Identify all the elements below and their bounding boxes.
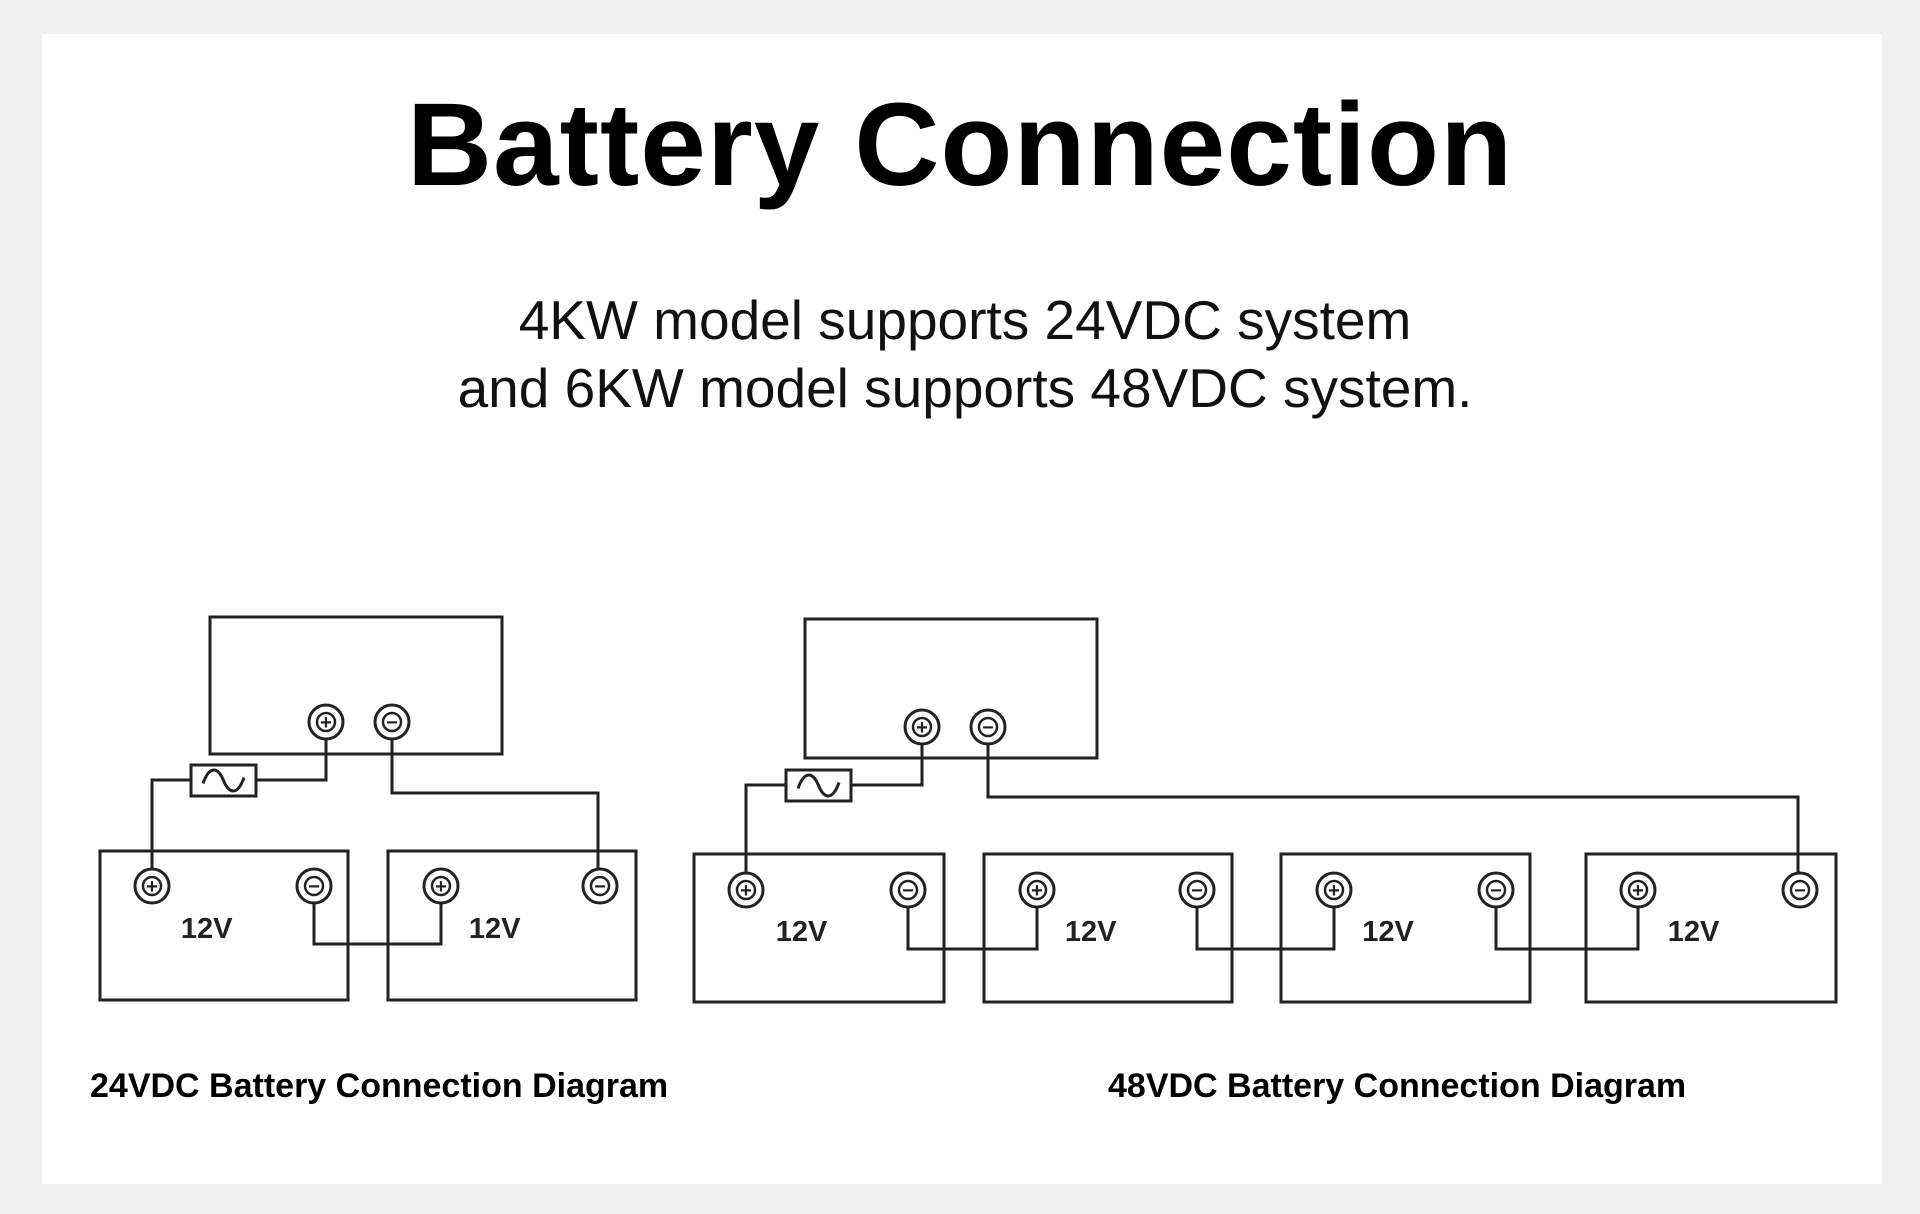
battery-voltage-label: 12V	[181, 913, 233, 945]
diagram-48vdc: + − 12V 12V 12V 12V + + + + − − − −	[692, 617, 1838, 1004]
battery-1-negative: −	[295, 867, 333, 905]
battery-2-negative: −	[1178, 871, 1216, 909]
terminal-core	[1485, 879, 1507, 901]
battery-3-negative: −	[1477, 871, 1515, 909]
battery-4-positive: +	[1619, 871, 1657, 909]
negative-sign: −	[982, 717, 994, 739]
terminal-core	[911, 716, 933, 738]
positive-sign: +	[1031, 880, 1043, 902]
inverter-positive-terminal: +	[307, 703, 345, 741]
negative-sign: −	[1794, 880, 1806, 902]
positive-sign: +	[146, 876, 158, 898]
inverter-box	[803, 617, 1099, 760]
battery-1-positive: +	[133, 867, 171, 905]
negative-sign: −	[1191, 880, 1203, 902]
negative-sign: −	[902, 880, 914, 902]
caption-48vdc: 48VDC Battery Connection Diagram	[1108, 1067, 1687, 1105]
fuse-icon	[189, 763, 258, 798]
battery-1: 12V	[98, 849, 350, 1002]
battery-case	[98, 849, 350, 1002]
battery-4: 12V	[1584, 852, 1838, 1004]
negative-sign: −	[386, 712, 398, 734]
series-link-2	[1195, 907, 1336, 951]
battery-voltage-label: 12V	[1668, 916, 1720, 948]
battery-1-positive: +	[727, 871, 765, 909]
terminal-core	[589, 875, 611, 897]
negative-sign: −	[594, 876, 606, 898]
negative-sign: −	[1490, 880, 1502, 902]
fuse-wave	[201, 768, 246, 793]
terminal-core	[141, 875, 163, 897]
terminal-core	[303, 875, 325, 897]
fuse-icon	[784, 768, 853, 803]
subtitle-line-1: 4KW model supports 24VDC system	[518, 289, 1412, 351]
terminal-core	[1026, 879, 1048, 901]
battery-4-negative: −	[1781, 871, 1819, 909]
terminal-core	[1323, 879, 1345, 901]
terminal-core	[735, 879, 757, 901]
terminal-core	[1627, 879, 1649, 901]
battery-case	[982, 852, 1234, 1004]
page-title: Battery Connection	[406, 79, 1514, 211]
positive-wire-battery	[744, 783, 786, 873]
battery-2-positive: +	[1018, 871, 1056, 909]
subtitle: 4KW model supports 24VDC system and 6KW …	[0, 286, 1920, 422]
diagram-24vdc: + − 12V 12V + + − −	[98, 615, 638, 1002]
inverter-box	[208, 615, 504, 756]
terminal-core	[1186, 879, 1208, 901]
positive-sign: +	[1328, 880, 1340, 902]
battery-voltage-label: 12V	[1065, 916, 1117, 948]
fuse-wave	[796, 773, 841, 798]
battery-case	[1279, 852, 1532, 1004]
battery-2: 12V	[386, 849, 638, 1002]
terminal-core	[315, 711, 337, 733]
battery-2-positive: +	[422, 867, 460, 905]
negative-wire	[390, 740, 600, 869]
positive-sign: +	[435, 876, 447, 898]
inverter-negative-terminal: −	[373, 703, 411, 741]
battery-case	[386, 849, 638, 1002]
positive-sign: +	[916, 717, 928, 739]
caption-24vdc: 24VDC Battery Connection Diagram	[90, 1067, 669, 1105]
inverter-positive-terminal: +	[903, 708, 941, 746]
battery-case	[692, 852, 946, 1004]
battery-3: 12V	[1279, 852, 1532, 1004]
terminal-core	[1789, 879, 1811, 901]
positive-wire-inverter	[256, 740, 328, 782]
positive-wire-battery	[150, 778, 191, 869]
battery-2-negative: −	[581, 867, 619, 905]
battery-voltage-label: 12V	[469, 913, 521, 945]
terminal-core	[381, 711, 403, 733]
battery-2: 12V	[982, 852, 1234, 1004]
positive-wire-inverter	[851, 745, 924, 787]
positive-sign: +	[740, 880, 752, 902]
inverter-negative-terminal: −	[969, 708, 1007, 746]
negative-sign: −	[308, 876, 320, 898]
battery-voltage-label: 12V	[1362, 916, 1414, 948]
battery-case	[1584, 852, 1838, 1004]
battery-1-negative: −	[889, 871, 927, 909]
positive-sign: +	[1632, 880, 1644, 902]
subtitle-line-2: and 6KW model supports 48VDC system.	[457, 357, 1473, 419]
battery-3-positive: +	[1315, 871, 1353, 909]
positive-sign: +	[320, 712, 332, 734]
battery-1: 12V	[692, 852, 946, 1004]
terminal-core	[977, 716, 999, 738]
series-link-1	[906, 907, 1039, 951]
terminal-core	[897, 879, 919, 901]
negative-wire	[986, 745, 1800, 873]
terminal-core	[430, 875, 452, 897]
battery-voltage-label: 12V	[776, 916, 828, 948]
series-link-1	[312, 903, 443, 946]
series-link-3	[1494, 907, 1640, 951]
